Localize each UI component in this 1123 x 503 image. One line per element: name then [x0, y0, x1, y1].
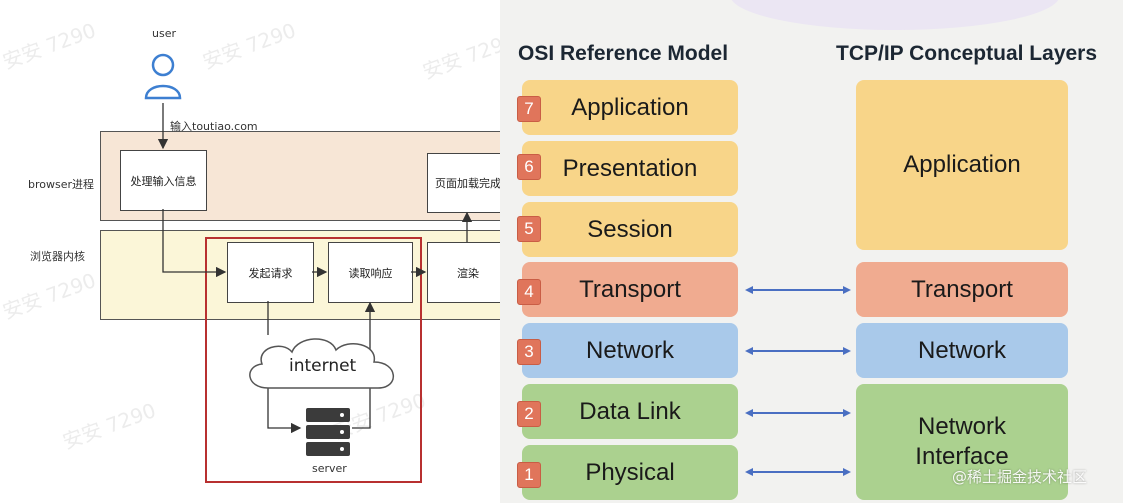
internet-cloud-icon [249, 338, 395, 389]
osi-layer-data-link: Data Link [522, 384, 738, 439]
send-request-box: 发起请求 [227, 242, 314, 303]
browser-kernel-label: 浏览器内核 [30, 250, 85, 263]
double-arrow-icon [745, 286, 851, 294]
handle-input-box: 处理输入信息 [120, 150, 207, 211]
osi-title: OSI Reference Model [518, 42, 729, 65]
server-icon [306, 408, 350, 456]
user-label: user [152, 27, 176, 40]
osi-tcpip-comparison: OSI Reference Model TCP/IP Conceptual La… [500, 0, 1123, 503]
osi-layer-network: Network [522, 323, 738, 378]
tcpip-layer-transport: Transport [856, 262, 1068, 317]
double-arrow-icon [745, 409, 851, 417]
user-icon [144, 53, 182, 100]
input-url-label: 输入toutiao.com [170, 120, 258, 133]
osi-layer-label: Data Link [579, 397, 681, 425]
double-arrow-icon [745, 347, 851, 355]
render-box: 渲染 [427, 242, 500, 303]
osi-layer-label: Physical [585, 458, 675, 486]
browser-process-label: browser进程 [28, 178, 95, 191]
osi-layer-number: 6 [517, 154, 541, 180]
osi-layer-number: 4 [517, 279, 541, 305]
corner-watermark: @稀土掘金技术社区 [952, 468, 1088, 486]
tcpip-layer-label: Network Interface [915, 413, 1009, 470]
osi-layer-presentation: Presentation [522, 141, 738, 196]
background-blob [730, 0, 1060, 30]
tcpip-layer-network-interface: Network Interface [856, 384, 1068, 500]
osi-layer-transport: Transport [522, 262, 738, 317]
tcpip-layer-label: Network [917, 336, 1007, 364]
page-loaded-box: 页面加载完成 [427, 153, 500, 213]
tcpip-layer-network: Network [856, 323, 1068, 378]
browser-flow-diagram: 安安 7290 安安 7290 安安 7290 安安 7290 安安 7290 … [0, 0, 500, 503]
osi-layer-number: 1 [517, 462, 541, 488]
osi-layer-application: Application [522, 80, 738, 135]
osi-layer-label: Application [571, 93, 689, 121]
osi-layer-label: Network [585, 336, 675, 364]
internet-label: internet [289, 356, 357, 376]
osi-layer-number: 7 [517, 96, 541, 122]
osi-layer-label: Session [587, 215, 673, 243]
osi-layer-session: Session [522, 202, 738, 257]
osi-layer-number: 2 [517, 401, 541, 427]
double-arrow-icon [745, 468, 851, 476]
osi-layer-label: Transport [579, 275, 681, 303]
read-response-box: 读取响应 [328, 242, 413, 303]
tcpip-layer-label: Transport [911, 275, 1013, 303]
osi-layer-number: 5 [517, 216, 541, 242]
server-label: server [312, 462, 347, 475]
osi-layer-number: 3 [517, 339, 541, 365]
osi-layer-physical: Physical [522, 445, 738, 500]
network-request-frame [205, 237, 422, 483]
tcpip-title: TCP/IP Conceptual Layers [836, 42, 1098, 65]
tcpip-layer-application: Application [856, 80, 1068, 250]
flow-arrows [157, 103, 473, 434]
osi-layer-label: Presentation [562, 154, 698, 182]
tcpip-layer-label: Application [903, 151, 1021, 178]
